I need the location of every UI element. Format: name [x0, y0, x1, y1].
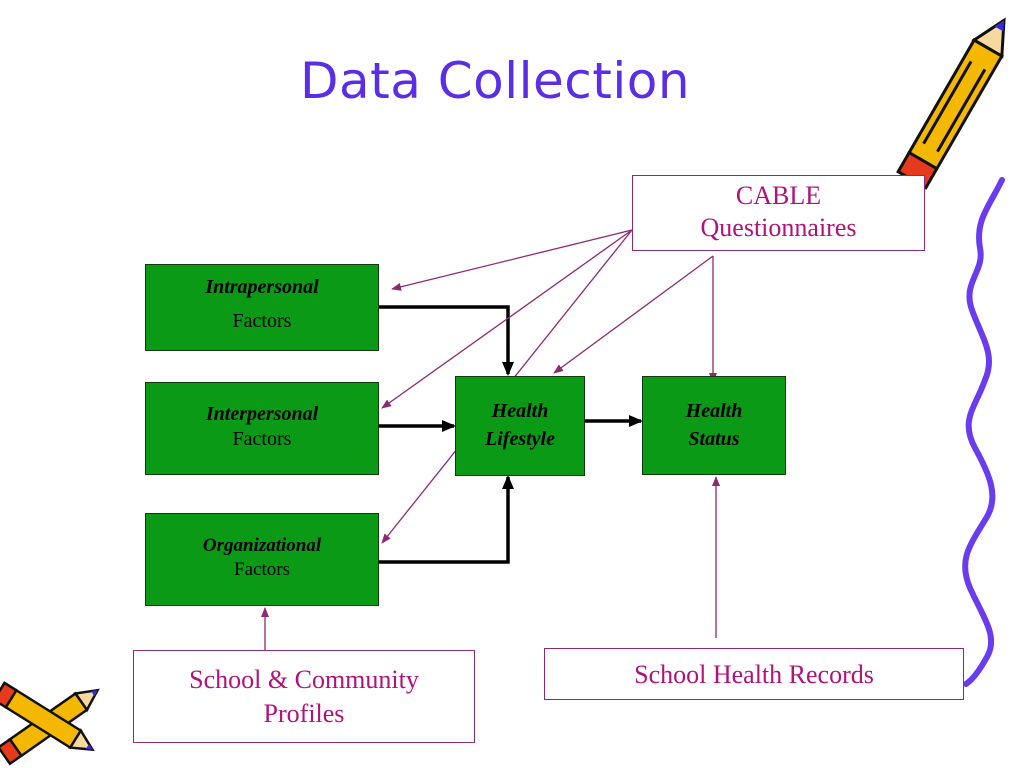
arrow-cable-to-lifestyle [553, 255, 714, 374]
school-community-profiles-box: School & Community Profiles [133, 650, 475, 743]
health-lifestyle-line1: Health [491, 400, 549, 422]
intrapersonal-factors-box: Intrapersonal Factors [145, 264, 379, 351]
health-status-line1: Health [685, 400, 743, 422]
pencil-icon [896, 17, 1006, 190]
arrow-cable-to-intrapersonal [391, 229, 633, 291]
interpersonal-factors-box: Interpersonal Factors [145, 382, 379, 475]
school-community-label: School & Community [189, 665, 419, 694]
organizational-factors-label: Factors [234, 559, 290, 580]
arrow-cable-to-interpersonal [381, 229, 633, 409]
intrapersonal-label: Intrapersonal [205, 276, 319, 298]
page-title: Data Collection [299, 52, 691, 110]
school-health-records-label: School Health Records [634, 660, 874, 689]
school-health-records-box: School Health Records [544, 648, 964, 700]
interpersonal-label: Interpersonal [205, 403, 319, 425]
questionnaires-label: Questionnaires [700, 213, 857, 242]
health-status-line2: Status [688, 428, 740, 450]
profiles-label: Profiles [263, 699, 345, 728]
intrapersonal-factors-label: Factors [232, 310, 292, 332]
pencils-icon [0, 681, 100, 766]
organizational-label: Organizational [202, 535, 322, 556]
health-lifestyle-line2: Lifestyle [485, 428, 555, 450]
organizational-factors-box: Organizational Factors [145, 513, 379, 606]
interpersonal-factors-label: Factors [232, 428, 292, 450]
cable-questionnaires-box: CABLE Questionnaires [632, 175, 925, 251]
arrow-intrapersonal-to-lifestyle [378, 305, 514, 376]
cable-label: CABLE [735, 181, 822, 210]
health-status-box: Health Status [642, 376, 786, 475]
squiggle-line [962, 177, 1005, 687]
health-lifestyle-box: Health Lifestyle [455, 376, 585, 476]
arrow-organizational-to-lifestyle [378, 475, 514, 564]
